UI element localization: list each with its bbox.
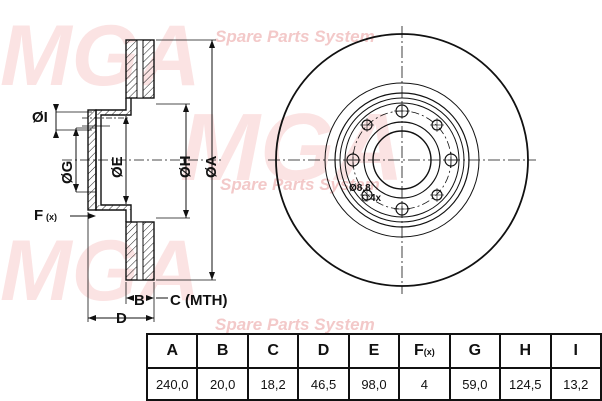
dim-d-arrow-left xyxy=(88,315,96,321)
header-e: E xyxy=(347,333,401,369)
spec-table: A B C D E F(x) G H I 240,0 20,0 18,2 46,… xyxy=(145,333,602,401)
dim-d-arrow-right xyxy=(146,315,154,321)
header-f-letter: F xyxy=(414,342,424,359)
dim-f-arrow xyxy=(88,213,96,219)
watermark-brand-top: MGA xyxy=(0,8,201,104)
dim-e-arrow-top xyxy=(123,116,129,124)
hat-top-wall xyxy=(96,110,131,115)
value-e: 98,0 xyxy=(347,367,401,401)
label-f-sub: (x) xyxy=(46,212,57,222)
header-i: I xyxy=(549,333,602,369)
hole-callout-symbol xyxy=(361,194,369,202)
bolt-hole-left xyxy=(345,152,361,168)
value-g: 59,0 xyxy=(448,367,502,401)
side-view-labels: ØI ØG ØE ØH ØA F (x) B C (MTH) D xyxy=(32,109,227,327)
dim-e-arrow-bottom xyxy=(123,196,129,204)
header-f: F(x) xyxy=(398,333,451,369)
dim-g-arrow-top xyxy=(73,128,79,136)
value-f: 4 xyxy=(398,367,451,401)
hole-diameter-label: Ø8,8 xyxy=(349,183,371,194)
spec-table-value-row: 240,0 20,0 18,2 46,5 98,0 4 59,0 124,5 1… xyxy=(145,367,602,401)
header-d: D xyxy=(297,333,350,369)
bolt-hole-top xyxy=(394,103,410,119)
watermark-brand-middle: MGA xyxy=(180,94,404,201)
bolt-hole-bottom xyxy=(394,201,410,217)
watermark-brand-bottom: MGA xyxy=(0,223,201,319)
watermark: MGA MGA MGA Spare Parts System Spare Par… xyxy=(0,8,404,334)
dim-i-arrow-top xyxy=(53,104,59,112)
value-i: 13,2 xyxy=(549,367,602,401)
relief-hole-tr xyxy=(430,118,444,132)
value-a: 240,0 xyxy=(145,367,199,401)
header-h: H xyxy=(499,333,552,369)
hole-callout: Ø8,8 4x xyxy=(349,183,382,204)
watermark-line-top: Spare Parts System xyxy=(215,27,375,46)
bolt-hole-right xyxy=(443,152,459,168)
dim-h-arrow-bottom xyxy=(183,210,189,218)
dim-g-arrow-bottom xyxy=(73,184,79,192)
header-a: A xyxy=(145,333,199,369)
value-d: 46,5 xyxy=(297,367,350,401)
watermark-line-middle: Spare Parts System xyxy=(220,175,380,194)
vent-channel-bottom xyxy=(136,221,144,281)
label-dia-h: ØH xyxy=(177,156,194,179)
label-dia-e: ØE xyxy=(109,156,126,178)
spec-table-header-row: A B C D E F(x) G H I xyxy=(145,333,602,369)
value-c: 18,2 xyxy=(246,367,300,401)
label-dia-a: ØA xyxy=(203,155,220,178)
value-b: 20,0 xyxy=(196,367,249,401)
label-b: B xyxy=(134,292,145,309)
hole-count-label: 4x xyxy=(370,193,382,204)
relief-hole-br xyxy=(430,188,444,202)
header-c: C xyxy=(246,333,300,369)
dim-i-arrow-bottom xyxy=(53,130,59,138)
value-h: 124,5 xyxy=(499,367,552,401)
label-dia-i: ØI xyxy=(32,109,48,126)
label-dia-g: ØG xyxy=(59,161,76,184)
dim-b-arrow-right xyxy=(146,295,154,301)
side-section-view xyxy=(53,39,222,322)
relief-hole-tl xyxy=(360,118,374,132)
dim-b-arrow-left xyxy=(126,295,134,301)
dim-a-arrow-top xyxy=(209,40,215,48)
header-f-sub: (x) xyxy=(423,347,435,357)
header-b: B xyxy=(196,333,249,369)
header-g: G xyxy=(448,333,502,369)
vent-channel-top xyxy=(136,39,144,99)
label-f: F xyxy=(34,207,43,224)
watermark-line-bottom: Spare Parts System xyxy=(215,315,375,334)
dim-a-arrow-bottom xyxy=(209,272,215,280)
label-d: D xyxy=(116,310,127,327)
dim-h-arrow-top xyxy=(183,104,189,112)
front-view xyxy=(268,26,536,294)
label-c: C (MTH) xyxy=(170,292,227,309)
hat-bottom-wall xyxy=(96,205,131,210)
